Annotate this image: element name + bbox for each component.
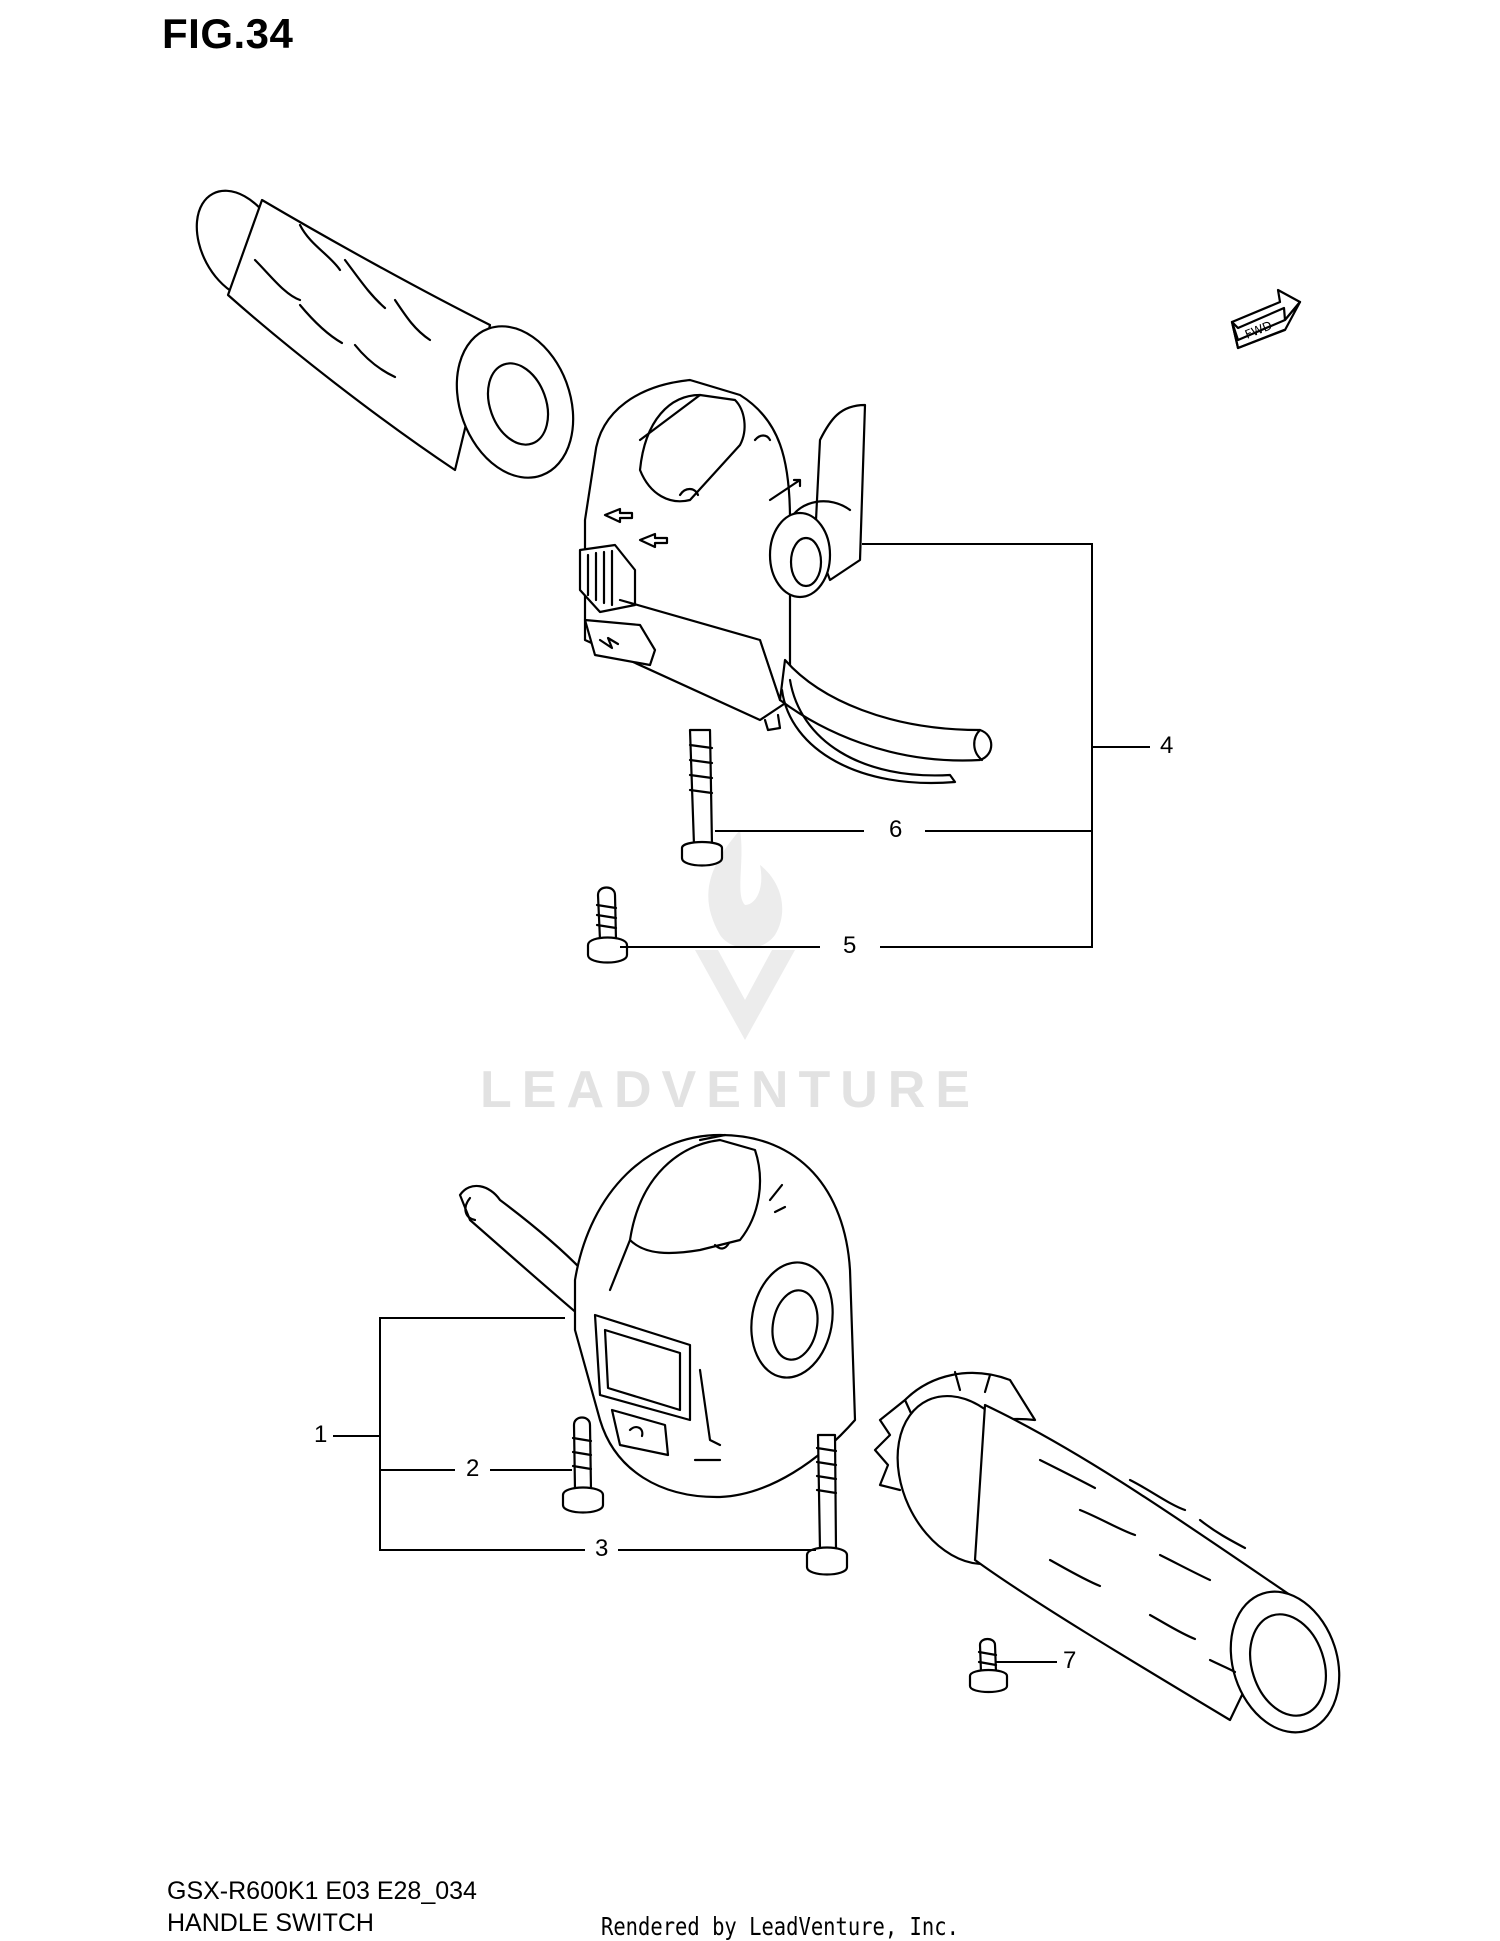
left-handlebar-switch-assembly: [578, 378, 993, 785]
screw-6: [680, 728, 724, 867]
callout-5: 5: [837, 934, 863, 958]
screw-3: [805, 1433, 849, 1576]
callout-1: 1: [308, 1423, 334, 1447]
fwd-arrow-icon: FWD: [1230, 288, 1302, 350]
screw-2: [561, 1416, 605, 1514]
left-grip: [195, 189, 575, 479]
right-grip: [873, 1370, 1341, 1734]
screw-5: [586, 886, 629, 964]
leader-group-4: [620, 543, 1150, 948]
callout-4: 4: [1154, 734, 1180, 758]
right-handlebar-switch-assembly: [458, 1133, 857, 1499]
watermark-text: LEADVENTURE: [480, 1061, 981, 1119]
callout-6: 6: [883, 818, 909, 842]
part-group-name: HANDLE SWITCH: [167, 1909, 374, 1937]
screw-7: [968, 1637, 1060, 1694]
callout-2: 2: [460, 1457, 486, 1481]
figure-title: FIG.34: [162, 10, 294, 57]
watermark-logo: [695, 830, 795, 1040]
model-code: GSX-R600K1 E03 E28_034: [167, 1877, 477, 1905]
callout-3: 3: [589, 1537, 615, 1561]
callout-7: 7: [1057, 1649, 1083, 1673]
render-credit: Rendered by LeadVenture, Inc.: [601, 1912, 959, 1941]
leader-group-1: [330, 1317, 816, 1551]
